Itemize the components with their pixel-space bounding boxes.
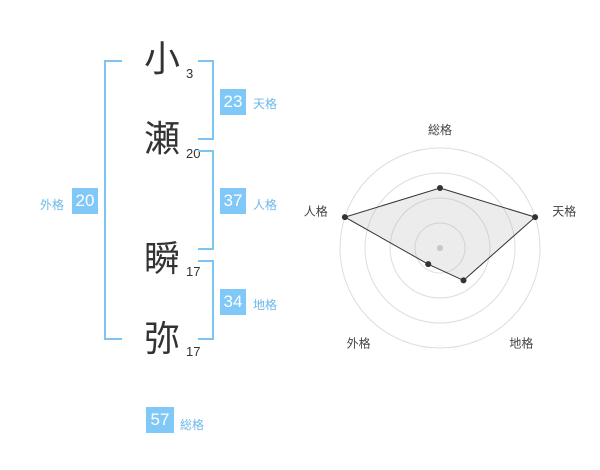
- radar-axis-label-5: 人格: [304, 204, 328, 219]
- stroke-count-2: 20: [186, 146, 201, 161]
- name-char-3: 瞬: [143, 239, 180, 280]
- radar-point-4: [425, 261, 432, 268]
- radar-point-5: [341, 214, 348, 221]
- radar-axis-label-4: 外格: [347, 336, 371, 351]
- soukaku-label: 総格: [180, 418, 205, 432]
- jinkaku-value: 37: [220, 188, 246, 214]
- gaikaku-bracket: [104, 60, 122, 340]
- radar-axis-label-2: 天格: [552, 204, 576, 219]
- stroke-count-1: 3: [186, 66, 194, 81]
- name-char-4: 弥: [143, 319, 180, 360]
- chikaku-value: 34: [220, 289, 246, 315]
- radar-point-3: [460, 277, 467, 284]
- gaikaku-label: 外格: [40, 198, 65, 212]
- radar-ring: [339, 147, 541, 349]
- radar-ring: [414, 222, 466, 274]
- jinkaku-bracket: [198, 150, 214, 250]
- radar-series-polygon: [343, 187, 537, 281]
- name-char-2: 瀬: [143, 119, 180, 160]
- chikaku-label: 地格: [253, 298, 278, 312]
- stroke-count-4: 17: [186, 344, 201, 359]
- radar-ring: [389, 197, 491, 299]
- name-char-1: 小: [143, 39, 180, 80]
- tenkaku-label: 天格: [253, 97, 278, 111]
- stroke-count-3: 17: [186, 264, 201, 279]
- radar-axis-label-1: 総格: [428, 122, 452, 137]
- radar-point-1: [437, 185, 443, 191]
- tenkaku-bracket: [198, 60, 214, 140]
- tenkaku-value: 23: [220, 89, 246, 115]
- radar-point-2: [532, 214, 539, 221]
- gaikaku-value: 20: [72, 188, 98, 214]
- jinkaku-label: 人格: [253, 198, 278, 212]
- radar-center-dot: [437, 245, 443, 251]
- radar-axis-label-3: 地格: [509, 336, 533, 351]
- chikaku-bracket: [198, 260, 214, 340]
- radar-ring: [364, 172, 516, 324]
- soukaku-value: 57: [146, 407, 174, 433]
